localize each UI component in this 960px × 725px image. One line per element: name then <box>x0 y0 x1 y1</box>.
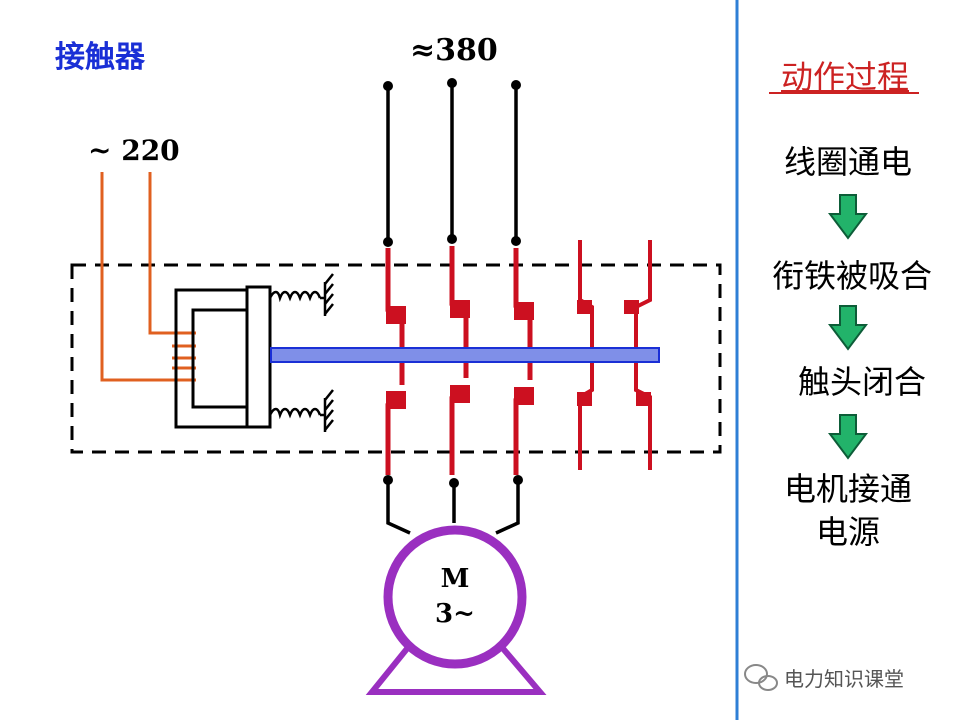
return-spring-top <box>268 273 334 316</box>
contactor-housing-outline <box>70 263 722 454</box>
coil-voltage-label: ~ 220 <box>88 134 180 167</box>
supply-voltage-label: ≈380 <box>410 33 498 68</box>
motor-label-m: M <box>441 564 470 594</box>
process-step-3: 触头闭合 <box>798 363 926 401</box>
process-step-4: 电机接通 <box>784 470 912 508</box>
armature-bar <box>270 347 660 363</box>
down-arrow-icon <box>828 305 868 351</box>
process-step-2: 衔铁被吸合 <box>772 257 932 295</box>
process-step-1: 线圈通电 <box>784 143 912 181</box>
down-arrow-icon <box>828 414 868 460</box>
motor-symbol: M 3~ <box>365 525 547 695</box>
return-spring-bottom <box>268 389 334 432</box>
auxiliary-contact-pads <box>577 300 651 406</box>
supply-lines <box>386 85 518 242</box>
process-heading: 动作过程 <box>781 58 909 96</box>
coil-wires <box>100 172 196 382</box>
diagram-title: 接触器 <box>55 40 146 75</box>
watermark-text: 电力知识课堂 <box>784 667 904 691</box>
wechat-icon <box>744 664 778 691</box>
motor-leads <box>386 480 520 535</box>
process-step-4-cont: 电源 <box>816 513 880 551</box>
motor-circle <box>383 525 527 669</box>
supply-terminals <box>383 78 521 247</box>
motor-label-phase: 3~ <box>435 599 475 629</box>
main-contact-pads <box>386 300 534 409</box>
down-arrow-icon <box>828 194 868 240</box>
